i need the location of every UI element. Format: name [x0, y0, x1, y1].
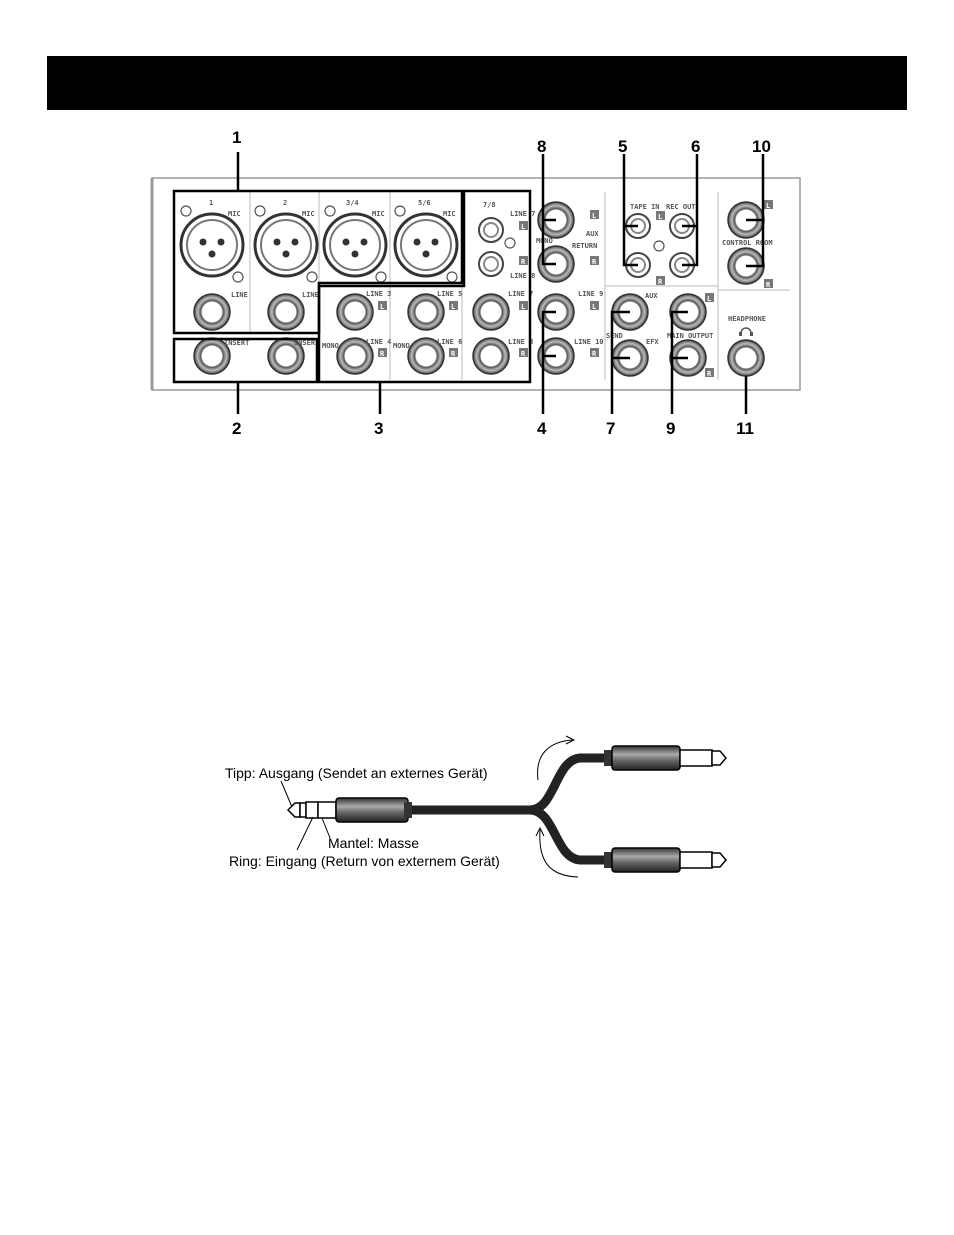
line-input-8 [472, 337, 510, 375]
svg-text:LINE 3: LINE 3 [366, 290, 391, 298]
svg-text:7/8: 7/8 [483, 201, 496, 209]
highlight-boxes [172, 189, 532, 384]
callout-4: 4 [537, 419, 547, 438]
svg-text:MIC: MIC [302, 210, 315, 218]
svg-text:MONO: MONO [322, 342, 339, 350]
callout-11: 11 [736, 419, 754, 438]
rca-input-line8 [478, 251, 504, 277]
svg-text:1: 1 [209, 199, 213, 207]
ring-caption: Ring: Eingang (Return von externem Gerät… [229, 853, 500, 869]
svg-text:LINE 4: LINE 4 [366, 338, 391, 346]
xlr-input-ch34 [322, 212, 388, 278]
svg-text:LINE 10: LINE 10 [574, 338, 604, 346]
callout-1: 1 [232, 128, 241, 147]
svg-text:MIC: MIC [443, 210, 456, 218]
svg-text:MAIN OUTPUT: MAIN OUTPUT [667, 332, 713, 340]
line-input-6 [407, 337, 445, 375]
callout-7: 7 [606, 419, 615, 438]
rca-input-line7 [478, 217, 504, 243]
panel-labels: 1 MIC 2 MIC 3/4 MIC 5/6 MIC 7/8 LINE 7 L… [209, 199, 773, 350]
svg-text:SEND: SEND [606, 332, 623, 340]
svg-text:MIC: MIC [228, 210, 241, 218]
line-input-ch1 [193, 293, 231, 331]
tip-caption: Tipp: Ausgang (Sendet an externes Gerät) [225, 765, 488, 781]
xlr-input-ch2 [253, 212, 319, 278]
svg-text:L: L [521, 223, 525, 231]
svg-text:AUX: AUX [645, 292, 658, 300]
svg-text:HEADPHONE: HEADPHONE [728, 315, 766, 323]
svg-text:R: R [707, 370, 712, 378]
insert-y-cable: Tipp: Ausgang (Sendet an externes Gerät)… [225, 735, 727, 878]
svg-text:INSERT: INSERT [224, 339, 249, 347]
svg-text:CONTROL ROOM: CONTROL ROOM [722, 239, 773, 247]
svg-text:REC OUT: REC OUT [666, 203, 696, 211]
lr-badges: L R L R L R L R L R L R L R L R L R [378, 200, 773, 378]
svg-text:2: 2 [283, 199, 287, 207]
callout-2: 2 [232, 419, 241, 438]
arrow-out [537, 739, 573, 781]
svg-text:INSERT: INSERT [294, 339, 319, 347]
line-input-4 [336, 337, 374, 375]
callout-8: 8 [537, 137, 546, 156]
line-input-7 [472, 293, 510, 331]
svg-text:MONO: MONO [393, 342, 410, 350]
leader-lines [236, 152, 765, 414]
callout-numbers: 1 8 5 6 10 2 3 4 7 9 11 [232, 128, 771, 438]
svg-text:R: R [380, 350, 385, 358]
arrow-in [539, 829, 579, 878]
svg-text:L: L [766, 202, 770, 210]
svg-text:5/6: 5/6 [418, 199, 431, 207]
svg-text:LINE: LINE [231, 291, 248, 299]
line-input-5 [407, 293, 445, 331]
svg-text:LINE 8: LINE 8 [508, 338, 533, 346]
svg-text:L: L [707, 295, 711, 303]
svg-text:R: R [521, 258, 526, 266]
svg-text:EFX: EFX [646, 338, 659, 346]
svg-text:LINE 5: LINE 5 [437, 290, 462, 298]
svg-text:LINE 9: LINE 9 [578, 290, 603, 298]
svg-text:TAPE IN: TAPE IN [630, 203, 660, 211]
ts-plug-top [604, 745, 727, 771]
svg-text:MIC: MIC [372, 210, 385, 218]
svg-text:LINE 7: LINE 7 [510, 210, 535, 218]
svg-text:R: R [521, 350, 526, 358]
svg-text:RETURN: RETURN [572, 242, 597, 250]
svg-text:LINE: LINE [302, 291, 319, 299]
header-bar [47, 56, 907, 110]
ts-plug-bottom [604, 847, 727, 873]
svg-text:LINE 8: LINE 8 [510, 272, 535, 280]
line-input-ch2 [267, 293, 305, 331]
svg-text:AUX: AUX [586, 230, 599, 238]
svg-text:L: L [592, 212, 596, 220]
xlr-input-ch1 [179, 212, 245, 278]
svg-text:R: R [451, 350, 456, 358]
callout-10: 10 [752, 137, 771, 156]
svg-text:L: L [592, 303, 596, 311]
svg-text:L: L [451, 303, 455, 311]
sleeve-caption: Mantel: Masse [328, 835, 419, 851]
callout-3: 3 [374, 419, 383, 438]
headphone-jack [727, 339, 765, 377]
xlr-input-ch56 [393, 212, 459, 278]
svg-text:L: L [658, 213, 662, 221]
svg-text:LINE 7: LINE 7 [508, 290, 533, 298]
svg-text:R: R [658, 278, 663, 286]
svg-text:LINE 6: LINE 6 [437, 338, 462, 346]
callout-5: 5 [618, 137, 627, 156]
line-input-3 [336, 293, 374, 331]
svg-text:MONO: MONO [536, 237, 553, 245]
svg-text:3/4: 3/4 [346, 199, 359, 207]
svg-text:R: R [592, 258, 597, 266]
svg-text:R: R [592, 350, 597, 358]
svg-text:L: L [380, 303, 384, 311]
svg-text:L: L [521, 303, 525, 311]
callout-9: 9 [666, 419, 675, 438]
callout-6: 6 [691, 137, 700, 156]
trs-plug [286, 797, 412, 823]
svg-text:R: R [766, 281, 771, 289]
